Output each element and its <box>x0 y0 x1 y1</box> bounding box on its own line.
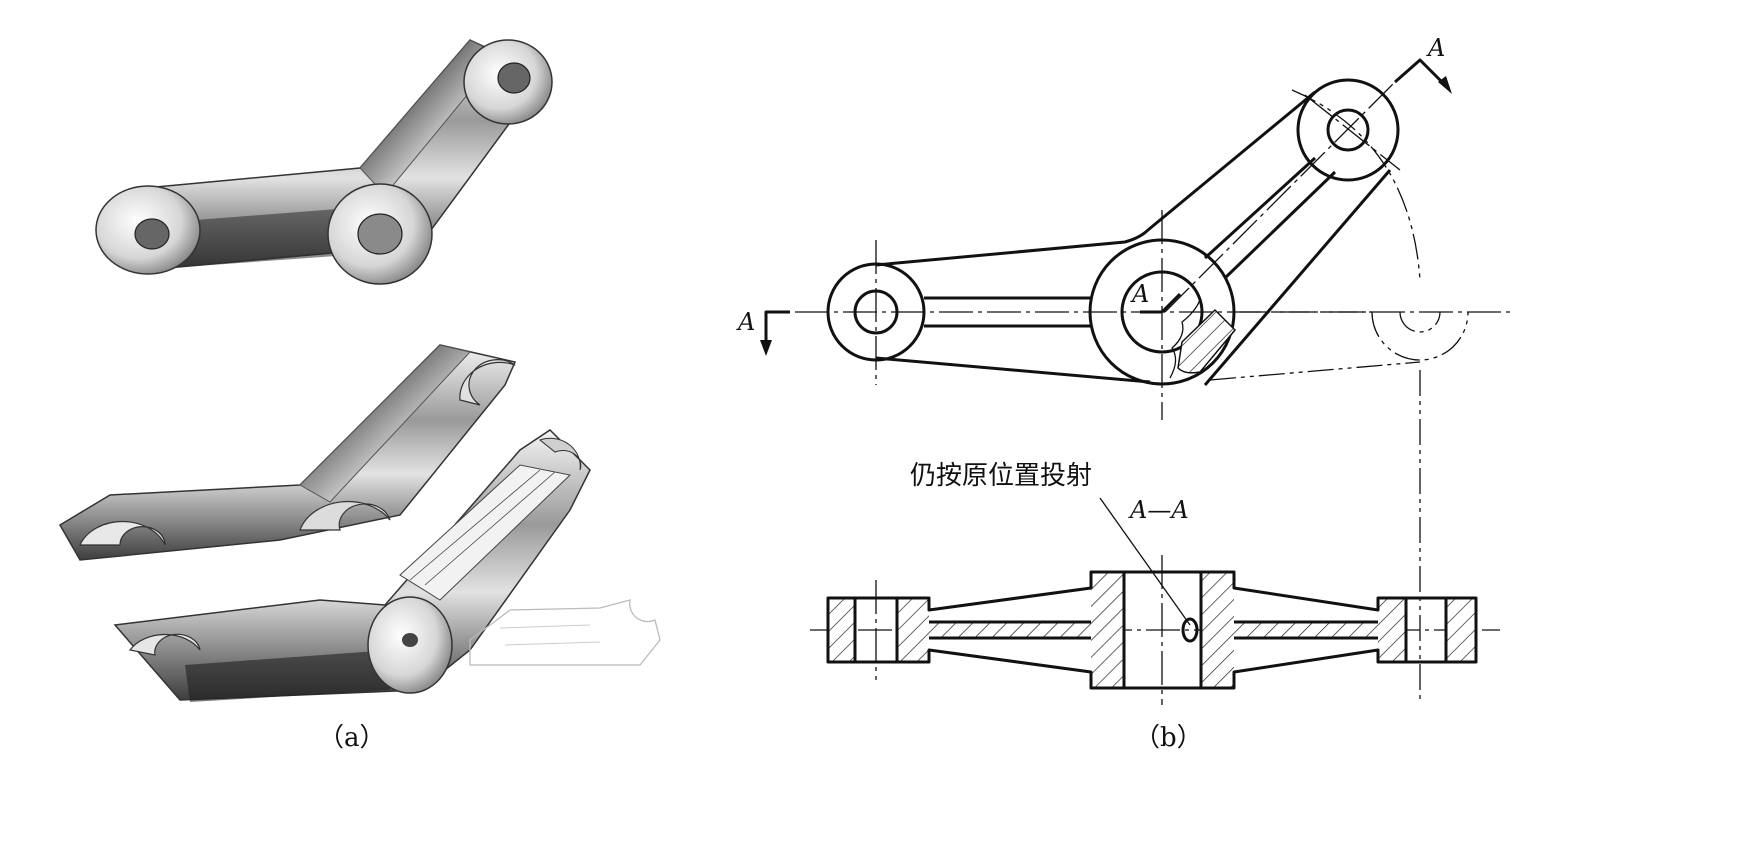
cutting-plane-left-arrowhead <box>760 340 772 356</box>
front-view: A A A <box>736 34 1510 420</box>
caption-a: （a） <box>318 723 386 753</box>
pictorial-view-a: （a） <box>58 39 661 753</box>
engineering-drawing-b: A A A <box>736 34 1510 753</box>
annotation-leader <box>1099 497 1191 626</box>
right-boss-cross-centerline <box>1304 94 1401 171</box>
right-boss <box>1296 78 1400 182</box>
small-hole <box>1181 617 1199 643</box>
section-hatch <box>828 572 1476 688</box>
cutting-plane-oblique-segment <box>1160 292 1182 314</box>
linkage-full-part <box>95 39 553 285</box>
annotation-note: 仍按原位置投射 <box>910 461 1092 491</box>
caption-b: （b） <box>1134 723 1203 753</box>
local-section-hatch <box>1177 308 1237 374</box>
section-outline <box>826 570 1478 690</box>
rotated-arm-arc <box>1291 89 1421 281</box>
section-title: A—A <box>1128 496 1189 524</box>
linkage-cut-lower-half <box>113 429 661 702</box>
center-bore <box>1120 270 1204 354</box>
center-boss <box>1088 238 1236 386</box>
left-boss <box>826 262 926 362</box>
rotated-arm-bottom-edge <box>1209 361 1421 381</box>
cut-label-right: A <box>1426 34 1445 62</box>
oblique-rib-edge-2 <box>1223 170 1337 280</box>
cut-label-center: A <box>1130 280 1149 308</box>
rotated-boss-phantom <box>1371 311 1469 361</box>
local-section-break-line <box>1169 299 1201 379</box>
oblique-rib-edge-1 <box>1203 156 1317 260</box>
left-bore <box>853 289 899 335</box>
cutting-plane-left-arrow <box>764 310 790 348</box>
right-bore <box>1326 108 1370 152</box>
oblique-arm-centerline <box>1164 81 1396 313</box>
linkage-cut-upper-half <box>58 344 517 561</box>
section-view-a-a <box>810 555 1500 705</box>
cut-label-left: A <box>736 308 755 336</box>
cutting-plane-right-arrowhead <box>1438 76 1452 94</box>
rotated-bore-phantom <box>1399 311 1441 333</box>
outer-contour <box>875 90 1392 386</box>
cutting-plane-right-arrow <box>1394 58 1447 87</box>
